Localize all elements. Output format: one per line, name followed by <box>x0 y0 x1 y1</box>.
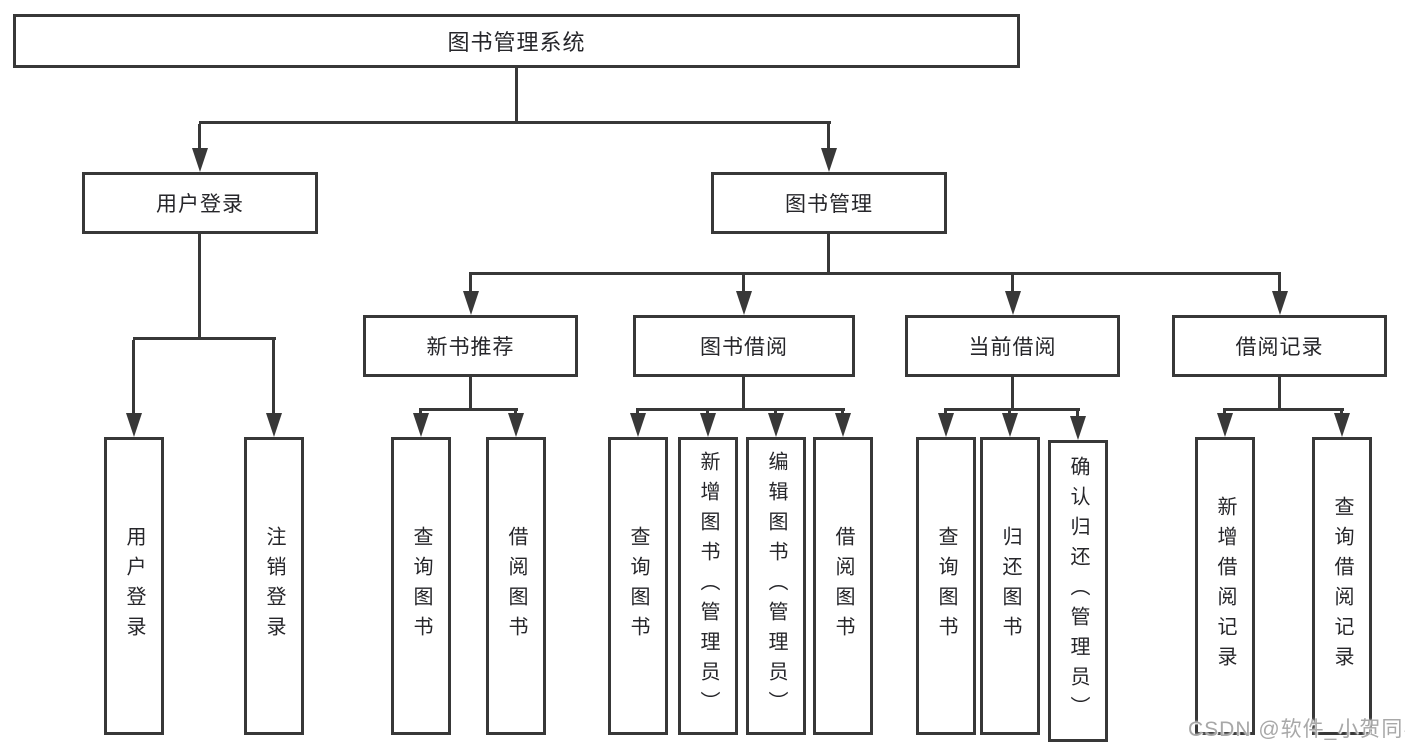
leaf-br-add-record: 新增借阅记录 <box>1195 437 1255 735</box>
leaf-nb-query-books: 查询图书 <box>391 437 451 735</box>
node-label: 新增图书（管理员） <box>697 451 719 721</box>
node-label: 确认归还（管理员） <box>1067 456 1089 726</box>
node-user-login: 用户登录 <box>82 172 318 234</box>
node-borrow-records: 借阅记录 <box>1172 315 1387 377</box>
arrow-to-nb-query <box>412 411 429 437</box>
leaf-bb-add-books-admin: 新增图书（管理员） <box>678 437 738 735</box>
arrow-to-borrow-records <box>1271 275 1288 315</box>
connector-book-mgmt-vline <box>827 234 830 272</box>
arrow-to-user-login <box>191 124 208 172</box>
arrow-to-cb-confirm <box>1069 411 1086 440</box>
node-book-borrow: 图书借阅 <box>633 315 855 377</box>
arrow-to-br-add <box>1216 411 1233 437</box>
node-label: 查询图书 <box>935 526 957 646</box>
arrow-to-nb-borrow <box>507 411 524 437</box>
node-label: 用户登录 <box>156 193 244 216</box>
connector-new-books-vline <box>469 377 472 408</box>
leaf-nb-borrow-books: 借阅图书 <box>486 437 546 735</box>
node-label: 新书推荐 <box>426 336 515 359</box>
connector-new-books-hline <box>419 408 518 411</box>
connector-user-login-hline <box>133 337 276 340</box>
node-label: 图书管理系统 <box>447 30 586 55</box>
arrow-to-bb-borrow <box>834 411 851 437</box>
arrow-to-cb-query <box>937 411 954 437</box>
node-label: 当前借阅 <box>968 336 1057 359</box>
node-book-management: 图书管理 <box>711 172 947 234</box>
leaf-user-login: 用户登录 <box>104 437 164 735</box>
arrow-to-book-management <box>820 124 837 172</box>
node-label: 编辑图书（管理员） <box>765 451 787 721</box>
leaf-cb-query-books: 查询图书 <box>916 437 976 735</box>
connector-borrow-records-hline <box>1223 408 1344 411</box>
arrow-to-logout-leaf <box>265 340 282 437</box>
node-label: 借阅图书 <box>505 526 527 646</box>
leaf-cb-confirm-return-admin: 确认归还（管理员） <box>1048 440 1108 742</box>
node-new-book-recommend: 新书推荐 <box>363 315 578 377</box>
arrow-to-user-login-leaf <box>125 340 142 437</box>
leaf-cb-return-books: 归还图书 <box>980 437 1040 735</box>
leaf-logout: 注销登录 <box>244 437 304 735</box>
arrow-to-bb-edit <box>767 411 784 437</box>
arrow-to-bb-query <box>629 411 646 437</box>
arrow-to-br-query <box>1333 411 1350 437</box>
connector-current-borrow-hline <box>944 408 1080 411</box>
arrow-to-new-books <box>462 275 479 315</box>
connector-book-mgmt-hline <box>469 272 1281 275</box>
connector-book-borrow-hline <box>636 408 845 411</box>
node-label: 图书借阅 <box>700 336 788 359</box>
arrow-to-cb-return <box>1001 411 1018 437</box>
connector-root-vline <box>515 68 518 121</box>
node-label: 查询图书 <box>410 526 432 646</box>
connector-current-borrow-vline <box>1011 377 1014 408</box>
node-library-management-system: 图书管理系统 <box>13 14 1020 68</box>
node-label: 用户登录 <box>123 526 145 646</box>
csdn-watermark: CSDN @软件_小贺同学 <box>1188 718 1405 741</box>
node-current-borrow: 当前借阅 <box>905 315 1120 377</box>
node-label: 借阅记录 <box>1235 336 1324 359</box>
connector-user-login-vline <box>198 234 201 337</box>
node-label: 归还图书 <box>999 526 1021 646</box>
leaf-br-query-record: 查询借阅记录 <box>1312 437 1372 735</box>
node-label: 注销登录 <box>263 526 285 646</box>
connector-root-hline <box>199 121 831 124</box>
leaf-bb-borrow-books: 借阅图书 <box>813 437 873 735</box>
connector-book-borrow-vline <box>742 377 745 408</box>
connector-borrow-records-vline <box>1278 377 1281 408</box>
leaf-bb-edit-books-admin: 编辑图书（管理员） <box>746 437 806 735</box>
arrow-to-current-borrow <box>1004 275 1021 315</box>
node-label: 借阅图书 <box>832 526 854 646</box>
node-label: 查询借阅记录 <box>1331 496 1353 676</box>
leaf-bb-query-books: 查询图书 <box>608 437 668 735</box>
node-label: 查询图书 <box>627 526 649 646</box>
node-label: 新增借阅记录 <box>1214 496 1236 676</box>
arrow-to-book-borrow <box>735 275 752 315</box>
arrow-to-bb-add <box>699 411 716 437</box>
node-label: 图书管理 <box>785 193 873 216</box>
